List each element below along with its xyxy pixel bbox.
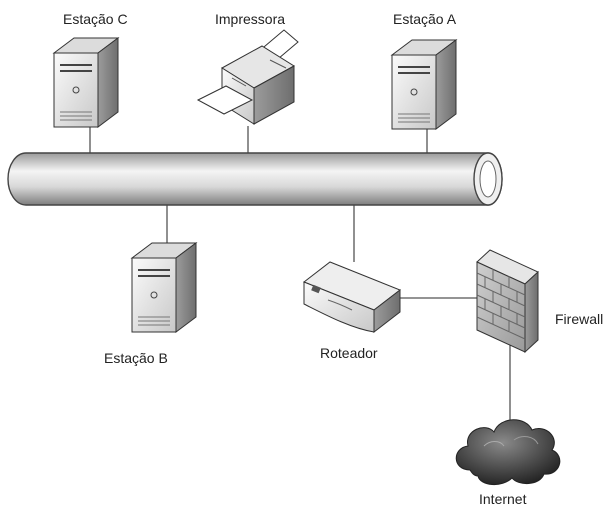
station-c-server-icon	[52, 37, 120, 128]
internet-label: Internet	[479, 491, 527, 506]
station-b-server-icon	[130, 242, 198, 333]
cloud-icon	[455, 419, 561, 485]
router-label: Roteador	[320, 345, 378, 361]
firewall-label: Firewall	[555, 311, 603, 327]
printer-icon	[196, 29, 299, 125]
connection-lines	[89, 126, 511, 425]
station-b-label: Estação B	[104, 350, 168, 366]
station-c-label: Estação C	[63, 11, 128, 27]
network-bus	[7, 152, 503, 206]
station-a-label: Estação A	[393, 11, 457, 27]
printer-label: Impressora	[215, 11, 285, 27]
router-icon	[302, 261, 402, 334]
brick-firewall-icon	[476, 249, 539, 354]
station-a-server-icon	[390, 39, 458, 130]
